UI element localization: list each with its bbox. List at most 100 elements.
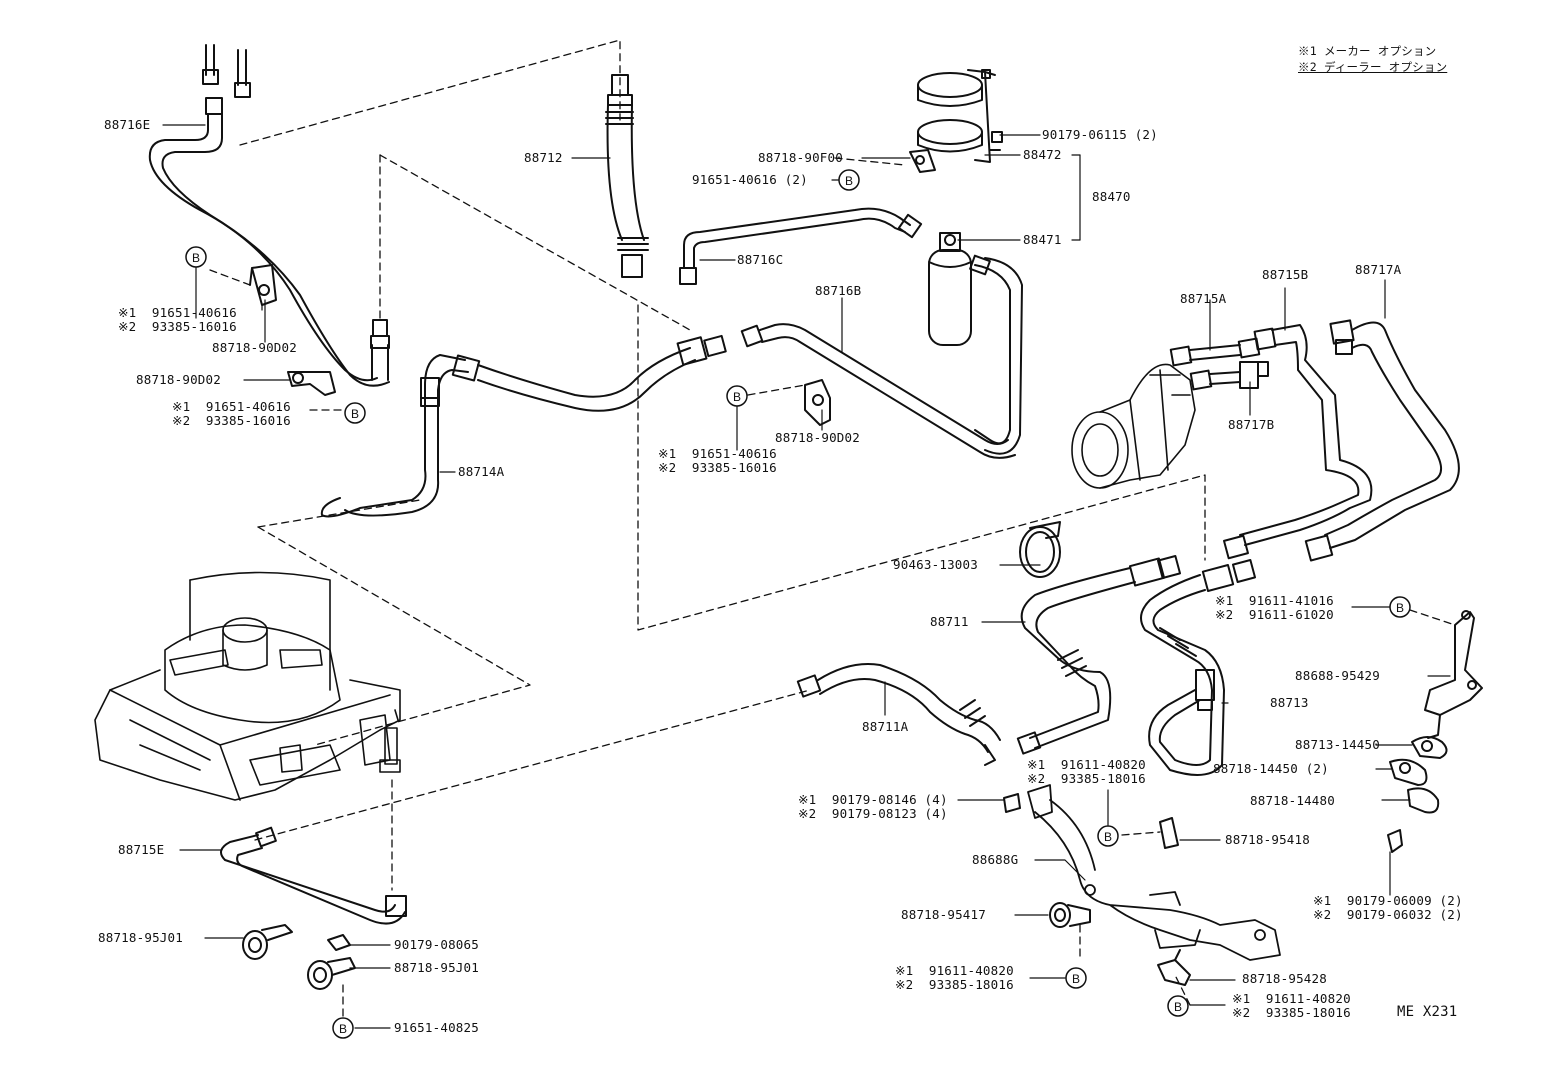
label-bolt-option-2: ※2 90179-08123 (4) — [798, 806, 948, 821]
label-bottom-option-2: ※2 93385-18016 — [895, 977, 1014, 992]
label-88713: 88713 — [1270, 695, 1309, 710]
label-88714a: 88714A — [458, 464, 505, 479]
clip-88718-14450 — [1389, 758, 1428, 786]
label-left-option-1: ※1 91651-40616 — [118, 305, 237, 320]
receiver-drier-88471 — [928, 232, 1023, 455]
label-88715b: 88715B — [1262, 267, 1309, 282]
svg-text:B: B — [1104, 830, 1112, 844]
label-nut-option-1: ※1 90179-06009 (2) — [1313, 893, 1463, 908]
svg-text:B: B — [351, 407, 359, 421]
label-88718-95j01-a: 88718-95J01 — [98, 930, 183, 945]
label-88688g: 88688G — [972, 852, 1019, 867]
pipe-88716b — [740, 323, 1016, 459]
label-88688-95429: 88688-95429 — [1295, 668, 1380, 683]
pipe-88715e — [220, 826, 407, 925]
label-88716e: 88716E — [104, 117, 151, 132]
callout-b-right: B — [1389, 596, 1411, 618]
svg-text:B: B — [1396, 601, 1404, 615]
pipe-88716c — [679, 207, 923, 285]
leader-lines — [162, 124, 1451, 1029]
blower-unit — [94, 571, 401, 801]
label-bottom-right-option-1: ※1 91611-40820 — [1232, 991, 1351, 1006]
label-88718-95417: 88718-95417 — [901, 907, 986, 922]
label-91651-40616-2: 91651-40616 (2) — [692, 172, 808, 187]
pipe-88714a — [320, 334, 727, 518]
label-center-option-1: ※1 91611-40820 — [1027, 757, 1146, 772]
svg-text:B: B — [845, 174, 853, 188]
clip-88718-95428 — [1157, 949, 1191, 986]
clip-88713-14450 — [1411, 736, 1448, 759]
pipe-88716e — [148, 44, 390, 387]
svg-text:B: B — [339, 1022, 347, 1036]
label-88718-95428: 88718-95428 — [1242, 971, 1327, 986]
bracket-88688g — [1027, 784, 1281, 961]
clip-88718-95j01-a — [242, 924, 293, 960]
hose-88712 — [605, 74, 649, 278]
label-90179-06115-2: 90179-06115 (2) — [1042, 127, 1158, 142]
label-90463-13003: 90463-13003 — [893, 557, 978, 572]
callout-b-left-lower: B — [344, 402, 366, 424]
callout-b-middle: B — [726, 385, 748, 407]
label-88717a: 88717A — [1355, 262, 1402, 277]
fitting-88717b — [1189, 361, 1269, 391]
label-bottom-option-1: ※1 91611-40820 — [895, 963, 1014, 978]
clip-88718-90d02-upper — [249, 264, 277, 306]
label-88471: 88471 — [1023, 232, 1062, 247]
legend-maker-option: ※1 メーカー オプション — [1298, 44, 1437, 58]
nut-90179-06009 — [1387, 829, 1403, 853]
nut-90179-08065 — [327, 934, 351, 951]
label-bolt-option-1: ※1 90179-08146 (4) — [798, 792, 948, 807]
label-left-option2-2: ※2 93385-16016 — [172, 413, 291, 428]
label-88712: 88712 — [524, 150, 563, 165]
label-88470: 88470 — [1092, 189, 1131, 204]
legend-dealer-option: ※2 ディーラー オプション — [1298, 60, 1448, 74]
label-91651-40825: 91651-40825 — [394, 1020, 479, 1035]
callout-b-upper-left: B — [185, 246, 207, 268]
pipe-88715b — [1223, 324, 1373, 560]
label-left-option2-1: ※1 91651-40616 — [172, 399, 291, 414]
pipe-88713 — [1140, 558, 1257, 776]
label-88717b: 88717B — [1228, 417, 1275, 432]
clip-88718-95j01-b — [307, 957, 356, 990]
label-88711: 88711 — [930, 614, 969, 629]
label-90179-08065: 90179-08065 — [394, 937, 479, 952]
label-88718-95418: 88718-95418 — [1225, 832, 1310, 847]
label-88715e: 88715E — [118, 842, 165, 857]
label-middle-option-1: ※1 91651-40616 — [658, 446, 777, 461]
label-88718-90d02-c: 88718-90D02 — [775, 430, 860, 445]
label-88718-90d02-b: 88718-90D02 — [136, 372, 221, 387]
clip-88718-14480 — [1407, 787, 1440, 814]
label-88715a: 88715A — [1180, 291, 1227, 306]
clip-88718-95417 — [1049, 902, 1091, 928]
drawing-code: ME X231 — [1397, 1004, 1458, 1020]
bracket-88688-95429 — [1424, 610, 1483, 739]
label-88472: 88472 — [1023, 147, 1062, 162]
callout-b-lower-right: B — [1167, 995, 1189, 1017]
callout-b-receiver: B — [838, 169, 860, 191]
clip-88718-90d02-lower — [287, 371, 336, 396]
label-88718-90d02-a: 88718-90D02 — [212, 340, 297, 355]
label-bottom-right-option-2: ※2 93385-18016 — [1232, 1005, 1351, 1020]
label-88716b: 88716B — [815, 283, 862, 298]
compressor — [1071, 363, 1196, 489]
label-88718-95j01-b: 88718-95J01 — [394, 960, 479, 975]
label-88716c: 88716C — [737, 252, 784, 267]
label-center-option-2: ※2 93385-18016 — [1027, 771, 1146, 786]
pipe-88717a — [1304, 319, 1460, 562]
callout-b-lower-center: B — [1065, 967, 1087, 989]
bracket-88472 — [909, 69, 1003, 173]
callout-b-bottom-left: B — [332, 1017, 354, 1039]
label-middle-option-2: ※2 93385-16016 — [658, 460, 777, 475]
label-88711a: 88711A — [862, 719, 909, 734]
hose-88711a — [796, 663, 1001, 766]
label-left-option-2: ※2 93385-16016 — [118, 319, 237, 334]
label-88718-90f00: 88718-90F00 — [758, 150, 843, 165]
label-88718-14480: 88718-14480 — [1250, 793, 1335, 808]
callout-b-markers: B B B B B B B B B — [185, 169, 1411, 1039]
label-right-option-2: ※2 91611-61020 — [1215, 607, 1334, 622]
svg-text:B: B — [1174, 1000, 1182, 1014]
label-88718-14450-2: 88718-14450 (2) — [1213, 761, 1329, 776]
label-nut-option-2: ※2 90179-06032 (2) — [1313, 907, 1463, 922]
callout-b-center: B — [1097, 825, 1119, 847]
